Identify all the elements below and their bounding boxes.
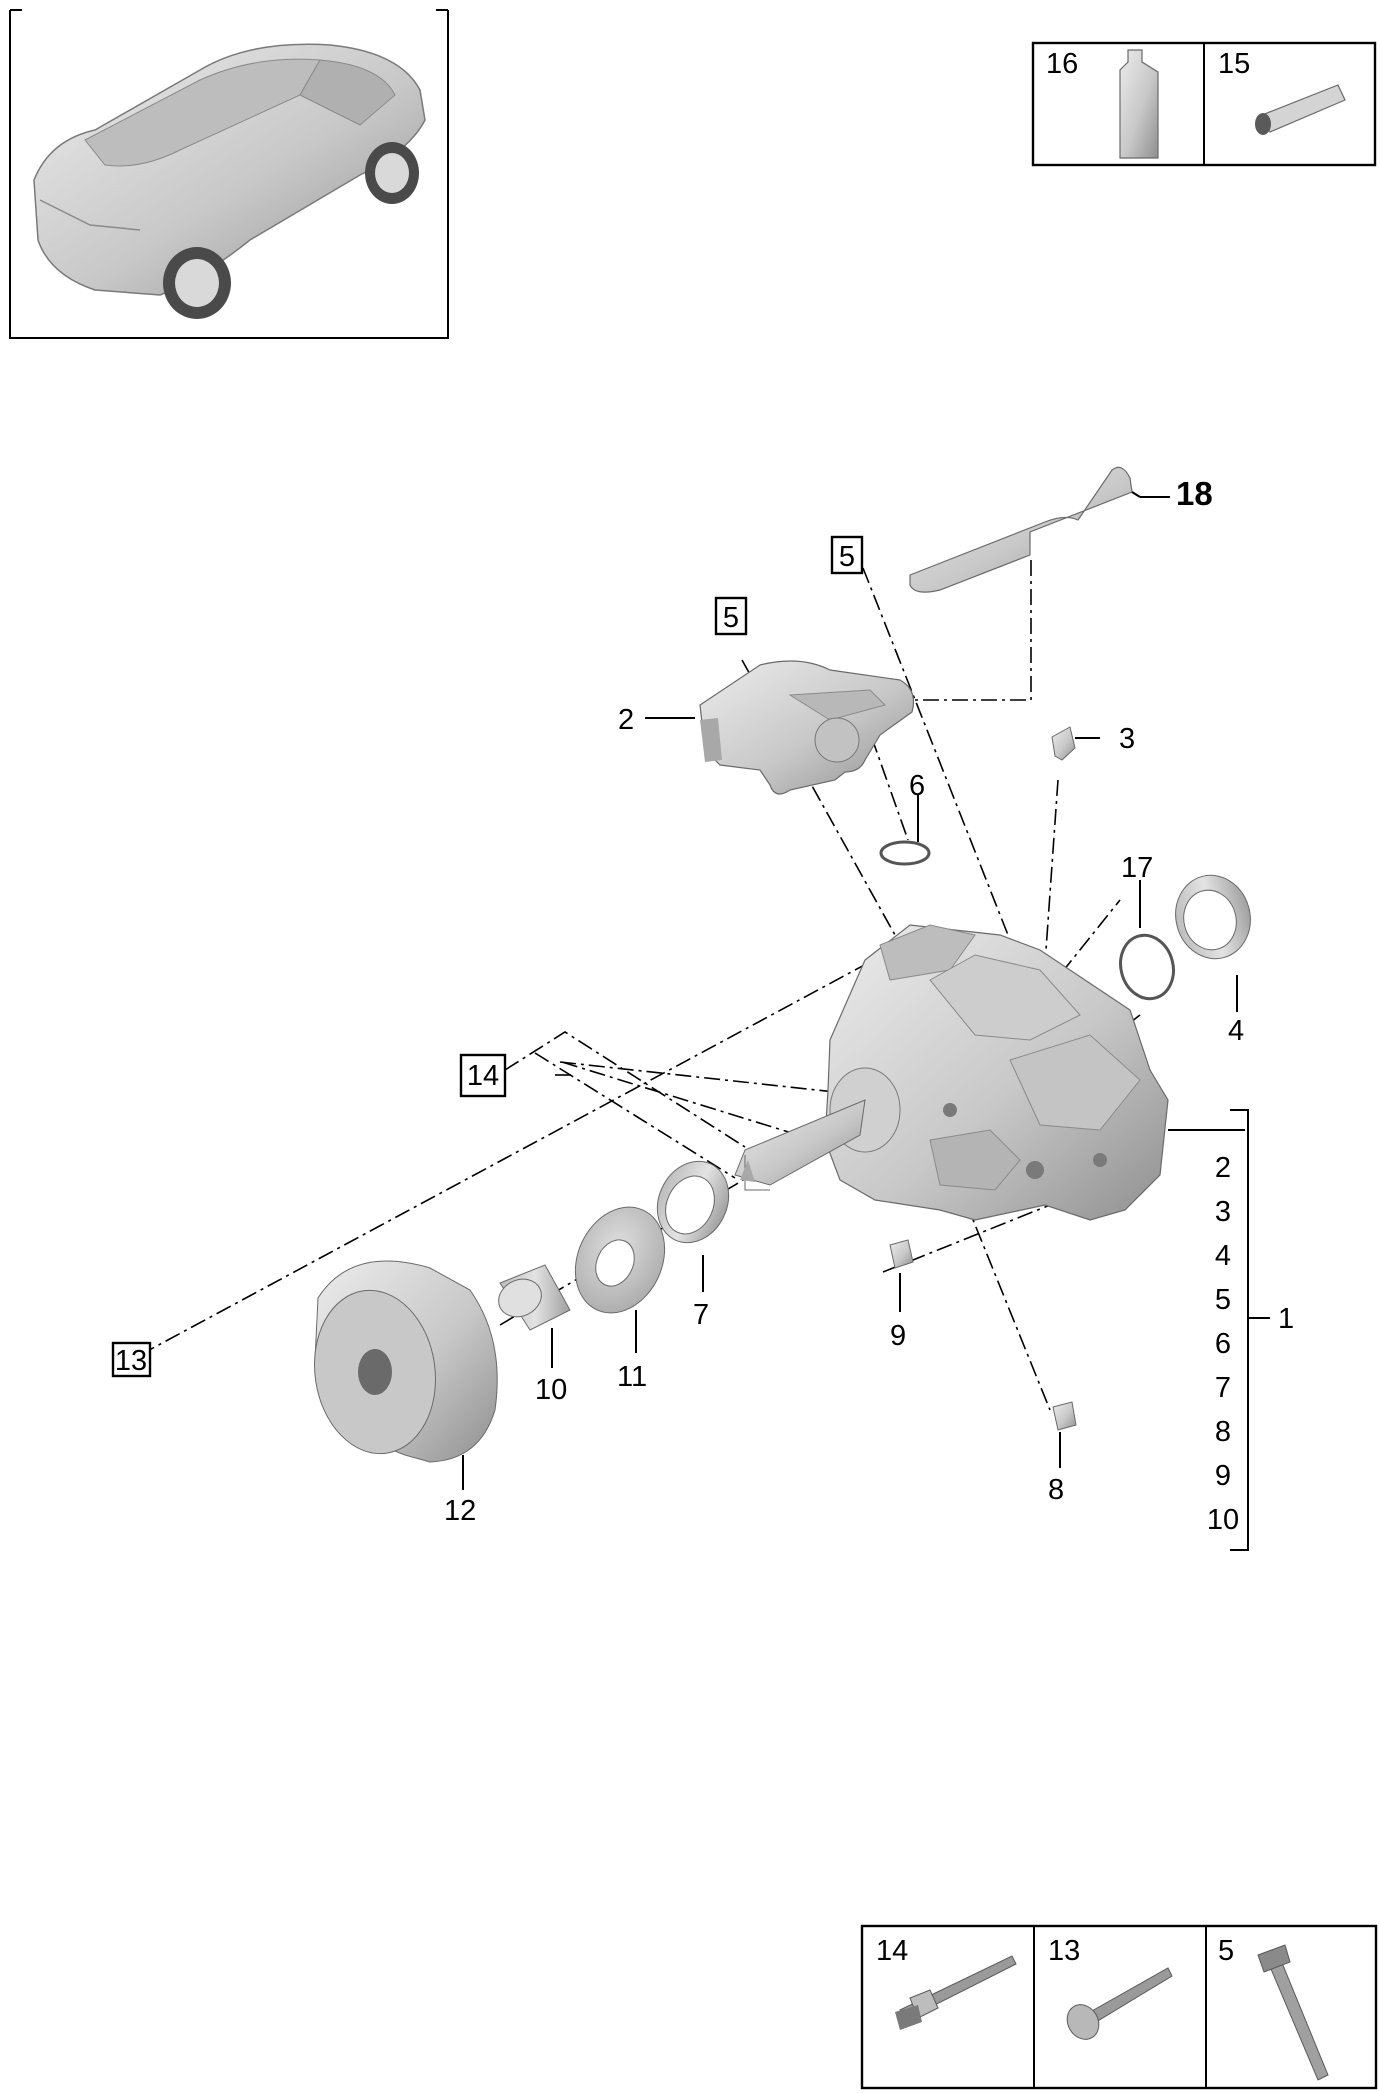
boxed-ref-5-lower: 5 <box>714 596 748 636</box>
svg-text:5: 5 <box>723 602 739 634</box>
vehicle-thumbnail <box>9 8 449 339</box>
damper-part-12 <box>313 1260 498 1463</box>
group-item-8: 8 <box>1215 1416 1231 1448</box>
panel-label-14: 14 <box>876 1935 908 1967</box>
callout-7: 7 <box>693 1299 709 1331</box>
oil-bottle-icon <box>1119 49 1159 159</box>
stud-bolt-icon <box>895 1955 1017 2030</box>
callout-18: 18 <box>1176 475 1213 512</box>
group-item-7: 7 <box>1215 1372 1231 1404</box>
callout-4: 4 <box>1228 1015 1244 1047</box>
transfer-case-part-1 <box>734 924 1169 1221</box>
sealant-tube-icon <box>1255 84 1346 135</box>
group-item-2: 2 <box>1215 1152 1231 1184</box>
callout-9: 9 <box>890 1320 906 1352</box>
group-item-10: 10 <box>1207 1504 1239 1536</box>
o-ring-part-6 <box>879 840 931 866</box>
boxed-ref-14: 14 <box>459 1053 507 1098</box>
shaft-seal-part-4 <box>1175 874 1251 960</box>
panel-label-16: 16 <box>1046 48 1078 80</box>
svg-text:5: 5 <box>839 541 855 573</box>
callout-3: 3 <box>1119 723 1135 755</box>
plug-part-8 <box>1052 1401 1077 1431</box>
callout-6: 6 <box>909 770 925 802</box>
svg-text:14: 14 <box>467 1060 499 1092</box>
group-item-5: 5 <box>1215 1284 1231 1316</box>
long-bolt-icon <box>1257 1944 1329 2081</box>
panel-label-5: 5 <box>1218 1935 1234 1967</box>
sleeve-part-10 <box>498 1264 571 1331</box>
callout-1: 1 <box>1278 1303 1294 1335</box>
panel-label-15: 15 <box>1218 48 1250 80</box>
fasteners-panel: 14 13 5 <box>860 1924 1378 2090</box>
actuator-part-2 <box>699 660 915 795</box>
boxed-ref-5-upper: 5 <box>830 535 864 575</box>
group-list: 2 3 4 5 6 7 8 9 10 <box>1207 1152 1239 1536</box>
group-item-9: 9 <box>1215 1460 1231 1492</box>
svg-text:13: 13 <box>115 1345 147 1377</box>
car-icon <box>33 43 426 319</box>
breather-cap-part-3 <box>1051 726 1076 761</box>
washer-part-11 <box>574 1206 666 1314</box>
callout-12: 12 <box>444 1495 476 1527</box>
ring-part-17 <box>1119 933 1175 1001</box>
group-item-3: 3 <box>1215 1196 1231 1228</box>
hex-bolt-icon <box>1066 1967 1173 2040</box>
callout-17: 17 <box>1121 852 1153 884</box>
boxed-ref-13: 13 <box>111 1341 152 1378</box>
group-item-6: 6 <box>1215 1328 1231 1360</box>
consumables-panel: 16 15 <box>1031 41 1377 167</box>
group-bracket-1: 1 <box>1168 1109 1294 1551</box>
callout-10: 10 <box>535 1374 567 1406</box>
seal-part-7 <box>656 1160 730 1244</box>
callout-11: 11 <box>617 1361 647 1393</box>
group-item-4: 4 <box>1215 1240 1231 1272</box>
plug-part-9 <box>889 1239 914 1269</box>
panel-label-13: 13 <box>1048 1935 1080 1967</box>
callout-2: 2 <box>618 704 634 736</box>
callout-8: 8 <box>1048 1474 1064 1506</box>
heat-shield-part-18: 18 <box>909 466 1213 593</box>
